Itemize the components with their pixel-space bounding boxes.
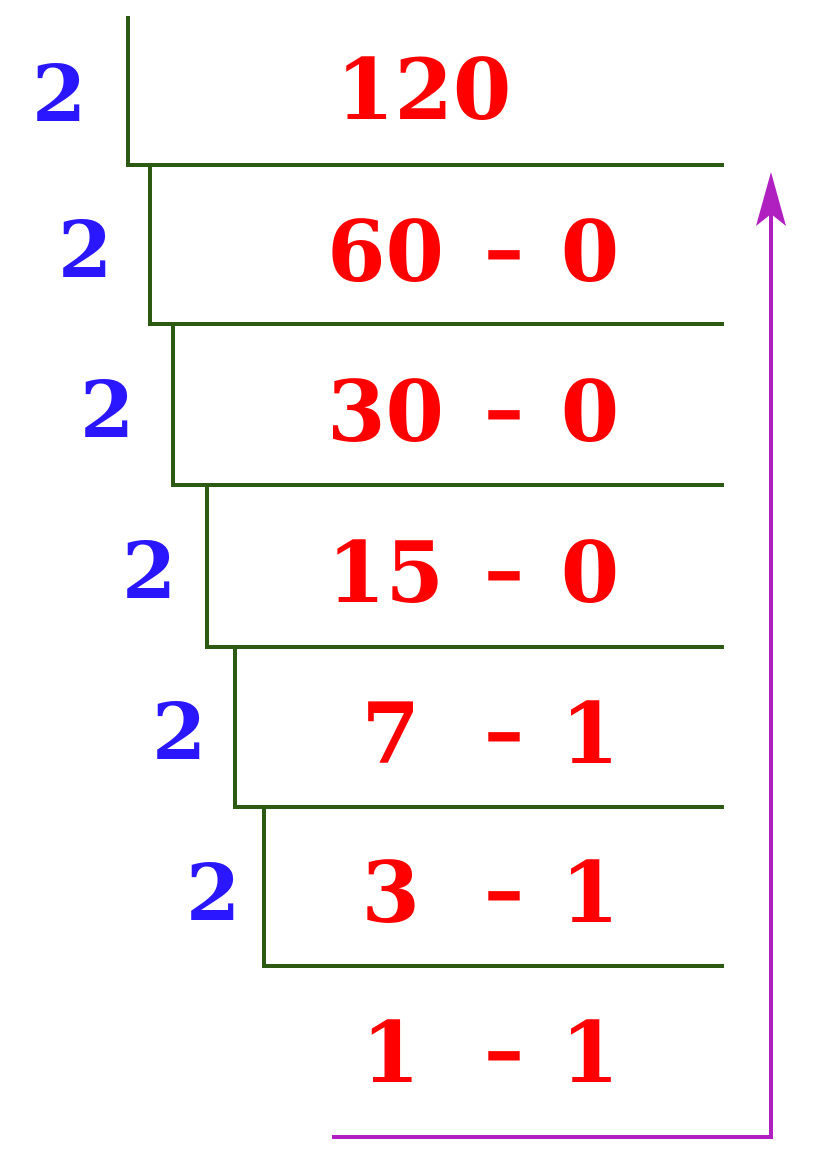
bracket-step-3 [205,485,724,649]
separator-6: – [484,1002,524,1096]
divisor-label-0: 2 [32,49,87,140]
arrow-head-icon [756,172,786,226]
quotient-3: 15 [327,523,444,622]
bracket-step-2 [171,324,724,487]
bracket-step-1 [148,165,724,326]
remainder-1: 0 [560,202,620,301]
quotient-1: 60 [327,202,444,301]
quotient-5: 3 [361,843,420,942]
quotient-6: 1 [361,1003,420,1102]
divisor-label-1: 2 [58,205,113,296]
separator-2: – [484,361,524,455]
remainder-5: 1 [560,843,620,942]
divisor-label-5: 2 [186,848,241,939]
separator-5: – [484,842,524,936]
quotient-2: 30 [327,362,444,461]
divisor-label-4: 2 [152,687,207,778]
remainder-4: 1 [560,684,620,783]
separator-4: – [484,683,524,777]
bracket-step-4 [233,647,724,809]
separator-1: – [484,201,524,295]
separator-3: – [484,522,524,616]
remainder-3: 0 [560,523,620,622]
read-direction-arrow [332,172,786,1139]
divisor-label-3: 2 [122,526,177,617]
bracket-step-0 [126,16,724,167]
bracket-step-5 [262,807,724,968]
divisor-label-2: 2 [80,365,135,456]
remainder-2: 0 [560,362,620,461]
quotient-4: 7 [361,684,420,783]
dividend-value: 120 [336,40,512,139]
remainder-6: 1 [560,1003,620,1102]
